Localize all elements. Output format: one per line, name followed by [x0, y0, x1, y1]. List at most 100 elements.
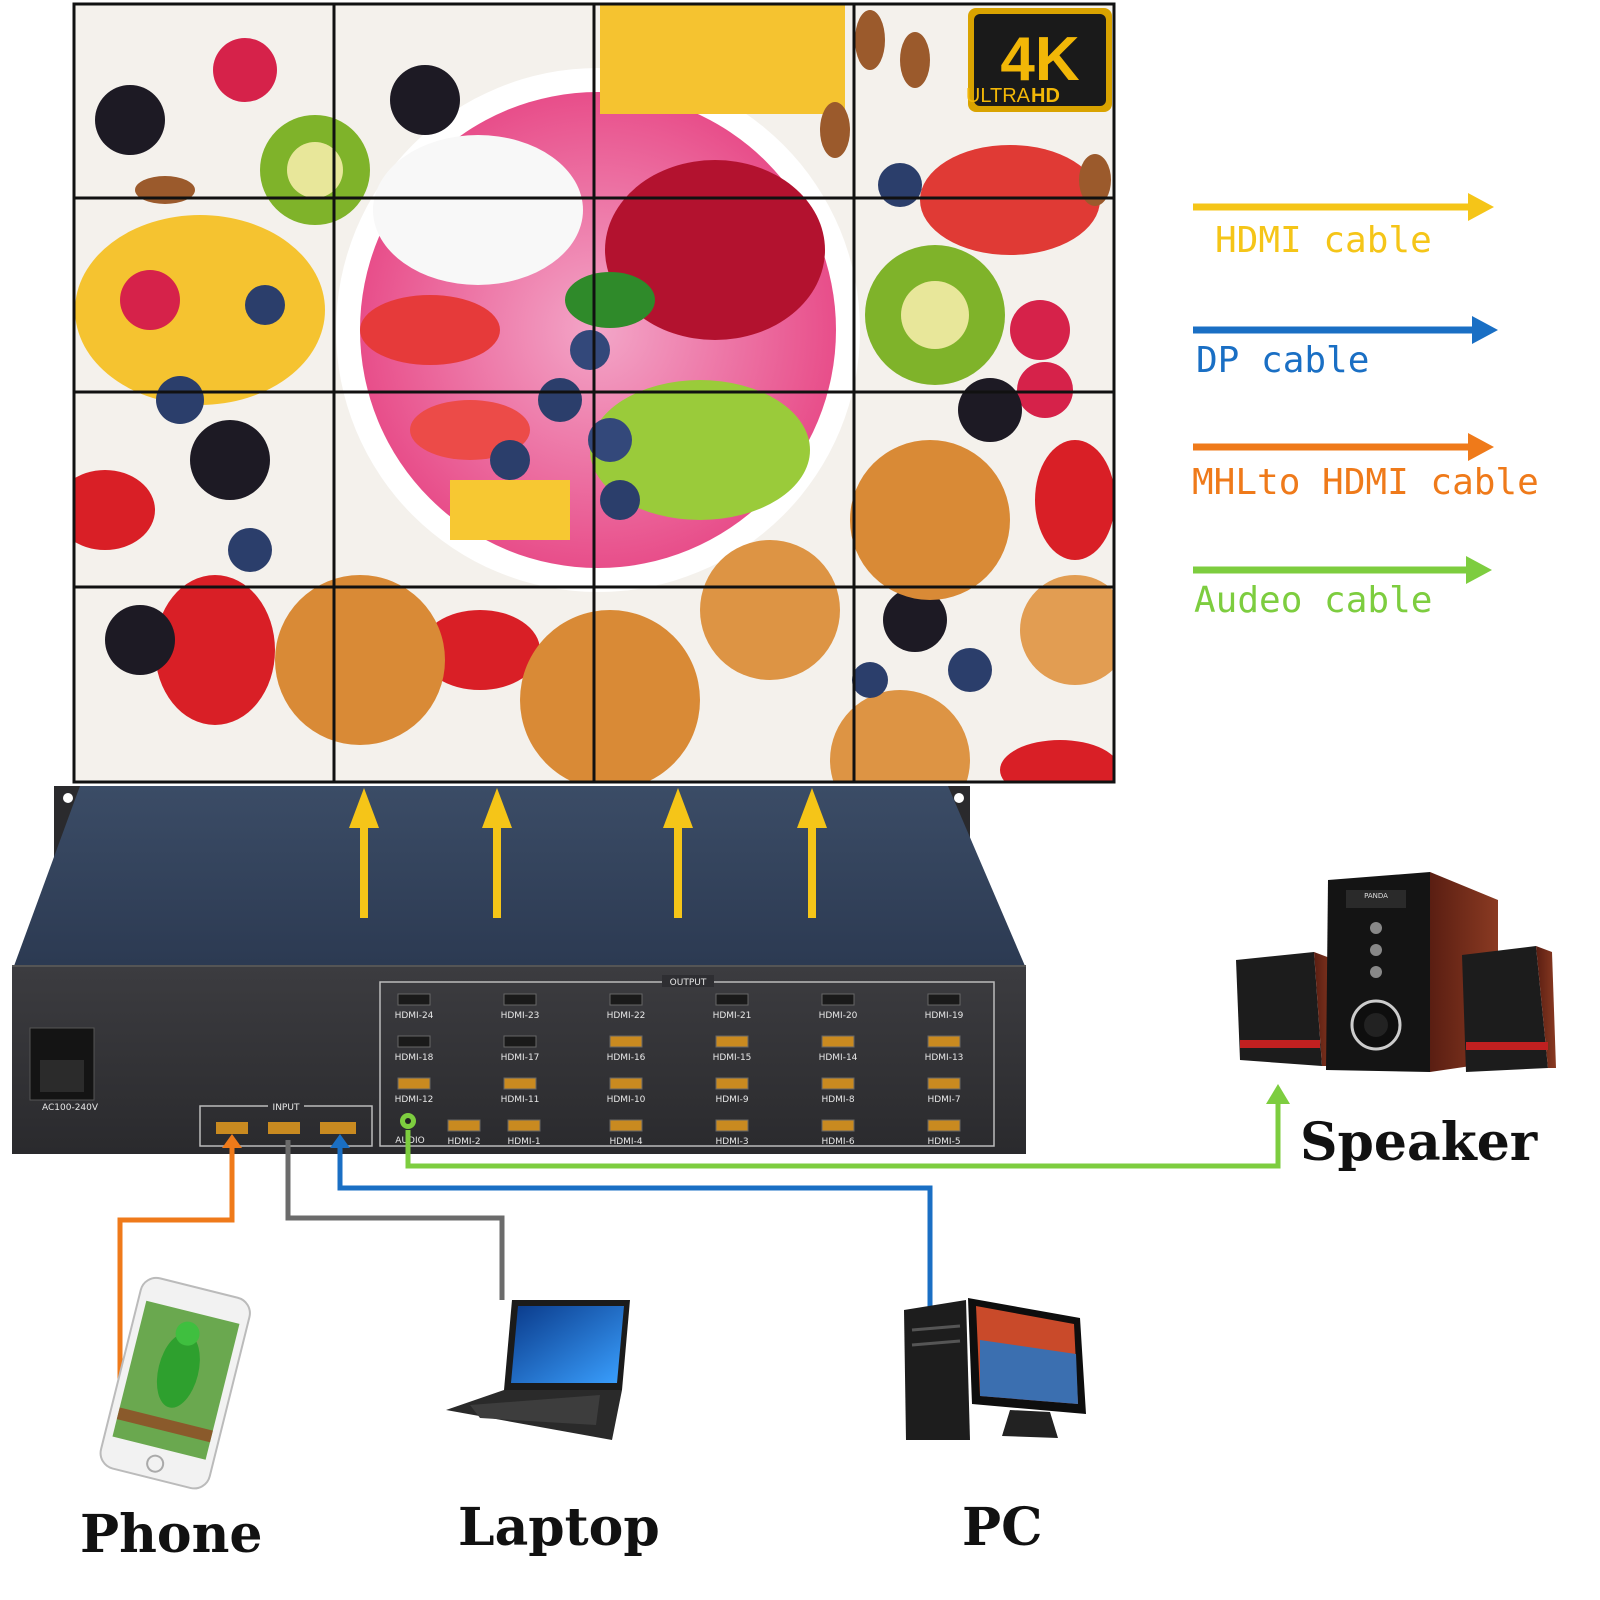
- output-port-label: HDMI-15: [713, 1053, 752, 1063]
- output-port-hdmi-7[interactable]: [927, 1077, 961, 1090]
- output-port-label: HDMI-8: [821, 1095, 854, 1105]
- arrow-head-icon: [1468, 433, 1494, 461]
- output-port-hdmi-6[interactable]: [821, 1119, 855, 1132]
- output-port-label: HDMI-22: [607, 1011, 646, 1021]
- output-port-hdmi-13[interactable]: [927, 1035, 961, 1048]
- video-wall: 4K ULTRA HD: [72, 2, 1116, 784]
- controller-top-panel: [14, 786, 1025, 966]
- input-title: INPUT: [273, 1103, 300, 1113]
- output-port-label: HDMI-19: [925, 1011, 964, 1021]
- parrot-icon: [156, 1333, 200, 1408]
- output-port-hdmi-21[interactable]: [715, 993, 749, 1006]
- output-port-hdmi-22[interactable]: [609, 993, 643, 1006]
- output-port-label: HDMI-11: [501, 1095, 540, 1105]
- video-wall-grid: [72, 2, 1116, 784]
- speaker-label: Speaker: [1300, 1112, 1538, 1173]
- output-port-hdmi-15[interactable]: [715, 1035, 749, 1048]
- output-title: OUTPUT: [670, 978, 707, 988]
- output-port-hdmi-12[interactable]: [397, 1077, 431, 1090]
- output-port-hdmi-2[interactable]: [447, 1119, 481, 1132]
- output-port-label: HDMI-5: [927, 1137, 960, 1147]
- speaker-left-satellite: [1236, 952, 1336, 1066]
- input-port-hdmi-1[interactable]: [268, 1122, 300, 1134]
- output-port-label: HDMI-1: [507, 1137, 540, 1147]
- output-port-hdmi-4[interactable]: [609, 1119, 643, 1132]
- output-port-label: HDMI-20: [819, 1011, 858, 1021]
- input-port-hdmi-2[interactable]: [216, 1122, 248, 1134]
- output-port-label: HDMI-14: [819, 1053, 858, 1063]
- output-port-label: HDMI-9: [715, 1095, 748, 1105]
- legend-dp: DP cable: [1193, 316, 1498, 381]
- laptop-device: Laptop: [446, 1300, 660, 1558]
- badge-4k-text: 4K: [1000, 25, 1079, 94]
- output-port-label: HDMI-10: [607, 1095, 646, 1105]
- input-port-group: INPUT: [199, 1100, 373, 1147]
- speaker-right-satellite: [1462, 946, 1556, 1072]
- legend-hdmi: HDMI cable: [1193, 193, 1494, 261]
- output-port-hdmi-16[interactable]: [609, 1035, 643, 1048]
- badge-hd-text: HD: [1031, 85, 1060, 107]
- legend-audio-label: Audeo cable: [1194, 580, 1432, 621]
- cable-legend: HDMI cable DP cable MHLto HDMI cable Aud…: [1192, 193, 1539, 621]
- arrow-head-icon: [1472, 316, 1498, 344]
- output-port-label: HDMI-16: [607, 1053, 646, 1063]
- output-port-hdmi-11[interactable]: [503, 1077, 537, 1090]
- speaker-system: PANDA Speaker: [1236, 872, 1556, 1173]
- phone-device: Phone: [80, 1276, 262, 1565]
- laptop-label: Laptop: [458, 1497, 660, 1558]
- output-port-hdmi-17[interactable]: [503, 1035, 537, 1048]
- output-port-hdmi-20[interactable]: [821, 993, 855, 1006]
- power-inlet: AC100-240V: [29, 1027, 99, 1113]
- output-port-label: HDMI-12: [395, 1095, 434, 1105]
- legend-mhl-label: MHLto HDMI cable: [1192, 462, 1539, 503]
- legend-dp-label: DP cable: [1196, 340, 1369, 381]
- badge-ultra-text: ULTRA: [966, 85, 1031, 107]
- 4k-ultrahd-badge: 4K ULTRA HD: [966, 8, 1112, 112]
- output-port-hdmi-14[interactable]: [821, 1035, 855, 1048]
- output-port-label: HDMI-23: [501, 1011, 540, 1021]
- output-port-label: HDMI-21: [713, 1011, 752, 1021]
- output-port-label: HDMI-18: [395, 1053, 434, 1063]
- pc-label: PC: [962, 1497, 1043, 1558]
- laptop-screen: [511, 1306, 624, 1383]
- output-port-hdmi-9[interactable]: [715, 1077, 749, 1090]
- output-port-hdmi-1[interactable]: [507, 1119, 541, 1132]
- output-port-label: HDMI-6: [821, 1137, 854, 1147]
- phone-label: Phone: [80, 1504, 262, 1565]
- output-port-label: HDMI-24: [395, 1011, 434, 1021]
- power-label: AC100-240V: [42, 1103, 99, 1113]
- audio-cable: [405, 1090, 1281, 1169]
- hdmi-output-arrows: [349, 788, 827, 918]
- legend-hdmi-label: HDMI cable: [1215, 220, 1432, 261]
- output-port-hdmi-3[interactable]: [715, 1119, 749, 1132]
- output-port-hdmi-23[interactable]: [503, 993, 537, 1006]
- output-port-hdmi-8[interactable]: [821, 1077, 855, 1090]
- output-port-hdmi-24[interactable]: [397, 993, 431, 1006]
- arrow-head-icon: [1468, 193, 1494, 221]
- output-port-hdmi-5[interactable]: [927, 1119, 961, 1132]
- laptop-hdmi-cable: [285, 1140, 505, 1300]
- output-port-label: HDMI-2: [447, 1137, 480, 1147]
- output-port-label: HDMI-3: [715, 1137, 748, 1147]
- arrow-head-icon: [1466, 556, 1492, 584]
- output-port-label: HDMI-17: [501, 1053, 540, 1063]
- pc-tower: [904, 1300, 970, 1440]
- dp-cable: [337, 1140, 933, 1310]
- output-port-label: HDMI-4: [609, 1137, 642, 1147]
- speaker-brand: PANDA: [1364, 892, 1388, 900]
- pc-device: PC: [904, 1298, 1086, 1558]
- output-port-hdmi-18[interactable]: [397, 1035, 431, 1048]
- cables: [117, 1084, 1290, 1390]
- input-port-dp[interactable]: [320, 1122, 356, 1134]
- output-port-label: HDMI-13: [925, 1053, 964, 1063]
- output-port-label: HDMI-7: [927, 1095, 960, 1105]
- output-port-hdmi-19[interactable]: [927, 993, 961, 1006]
- output-port-hdmi-10[interactable]: [609, 1077, 643, 1090]
- mhl-cable: [117, 1140, 235, 1390]
- legend-audio: Audeo cable: [1193, 556, 1492, 621]
- legend-mhl: MHLto HDMI cable: [1192, 433, 1539, 503]
